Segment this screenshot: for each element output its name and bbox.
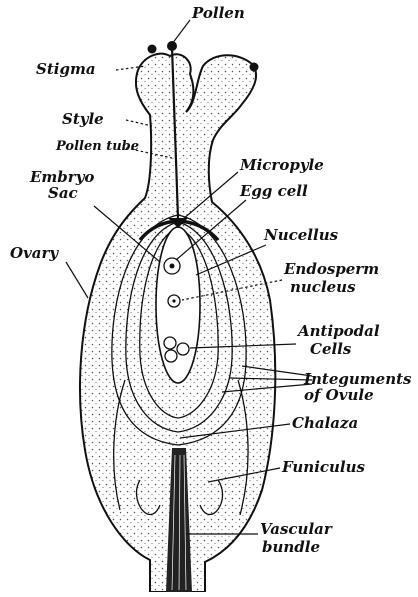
label-endosperm-2: nucleus (290, 278, 356, 296)
label-embryo-sac-2: Sac (48, 184, 78, 202)
label-style: Style (62, 110, 104, 128)
leader-ovary (66, 262, 88, 298)
pollen-grain-3 (250, 63, 259, 72)
label-antipodal-1: Antipodal (296, 322, 380, 340)
label-vascular-1: Vascular (260, 520, 333, 538)
leader-style (126, 120, 152, 126)
label-funiculus: Funiculus (281, 458, 366, 476)
antipodal-cell-3 (165, 350, 177, 362)
label-endosperm-1: Endosperm (283, 260, 379, 278)
pollen-grain-2 (167, 41, 177, 51)
label-pollen-tube: Pollen tube (55, 139, 139, 154)
label-micropyle: Micropyle (239, 156, 324, 174)
label-integuments-2: of Ovule (304, 386, 374, 404)
pollen-grain-1 (148, 45, 157, 54)
label-egg-cell: Egg cell (239, 182, 308, 200)
antipodal-cell-2 (177, 343, 189, 355)
label-nucellus: Nucellus (263, 226, 339, 244)
label-vascular-2: bundle (262, 538, 320, 556)
egg-nucleus (170, 264, 175, 269)
label-ovary: Ovary (10, 244, 59, 262)
label-stigma: Stigma (36, 60, 96, 78)
leader-pollen (172, 20, 190, 44)
endosperm-nucleus-dot (172, 299, 175, 302)
label-chalaza: Chalaza (292, 414, 358, 432)
label-antipodal-2: Cells (310, 340, 352, 358)
label-pollen: Pollen (191, 4, 245, 22)
antipodal-cell-1 (164, 337, 176, 349)
